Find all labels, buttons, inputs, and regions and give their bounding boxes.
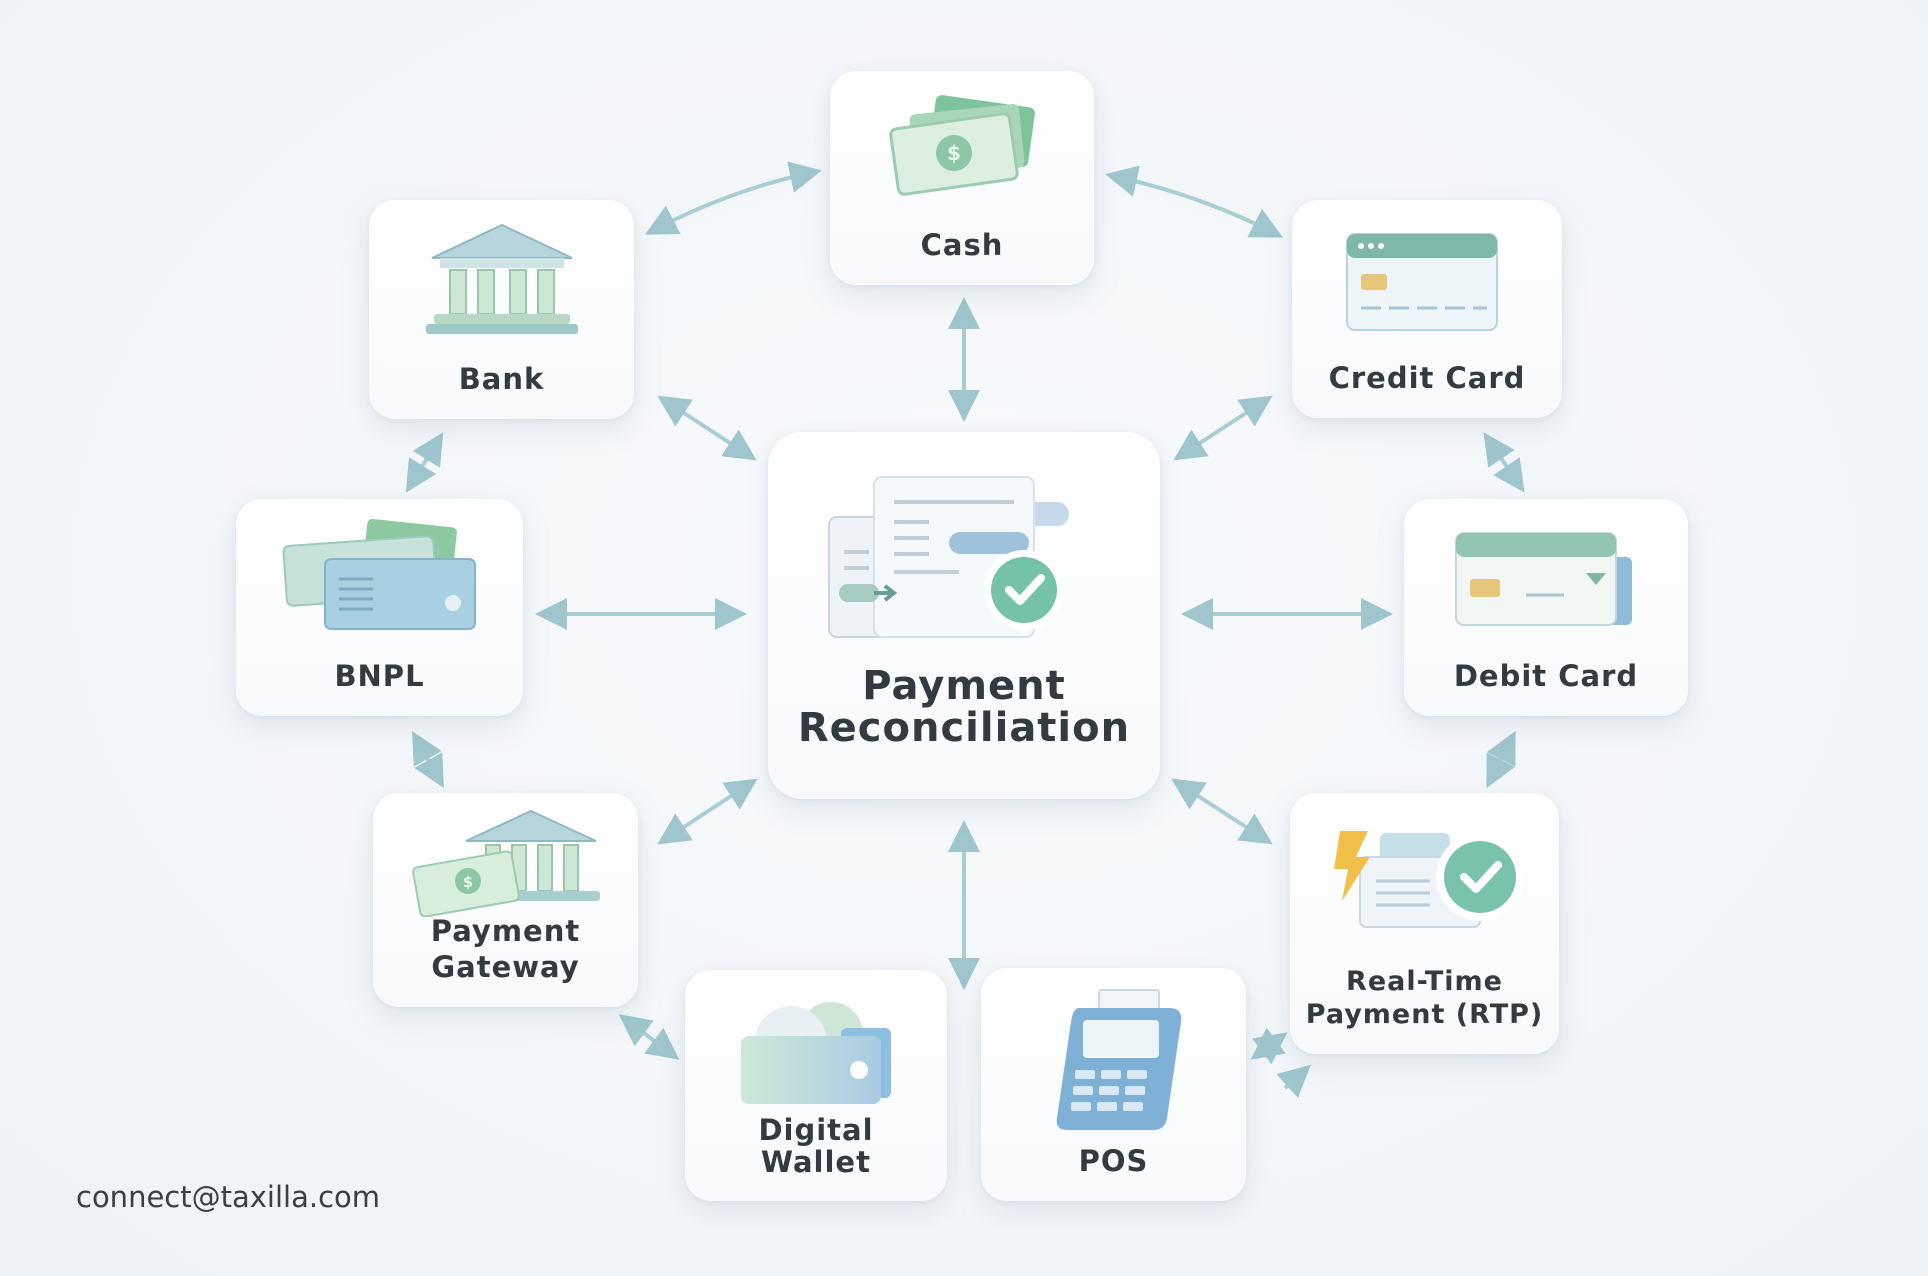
contact-email: connect@taxilla.com (76, 1180, 381, 1214)
node-payment-reconciliation: Payment Reconciliation (768, 432, 1160, 799)
pos-terminal-icon (1056, 989, 1181, 1130)
arrow-bank-bnpl (405, 432, 444, 493)
arrow-bank-center (657, 395, 757, 461)
node-label: Debit Card (1453, 658, 1639, 693)
node-label: Credit Card (1328, 360, 1526, 395)
arrow-credit-card-center (1173, 395, 1273, 461)
node-debit-card: Debit Card (1404, 499, 1688, 716)
reconciliation-icon (828, 476, 1069, 638)
node-label: BNPL (334, 658, 425, 693)
node-real-time-payment: Real-Time Payment (RTP) (1290, 793, 1559, 1054)
arrow-cash-credit-card (1105, 165, 1284, 238)
node-cash: $ Cash (830, 71, 1094, 285)
node-bnpl: BNPL (236, 499, 523, 716)
node-pos: POS (981, 968, 1246, 1201)
node-credit-card: Credit Card (1292, 200, 1562, 418)
node-label: Bank (458, 361, 545, 396)
svg-text:$: $ (462, 873, 472, 891)
arrow-center-payment-gateway (657, 778, 758, 845)
arrow-bnpl-payment-gateway (412, 731, 444, 788)
node-label: Cash (920, 227, 1004, 262)
center-title: Payment Reconciliation (797, 663, 1131, 751)
payment-gateway-icon: $ (411, 809, 600, 917)
arrow-cash-bank (644, 161, 822, 235)
arrow-payment-gateway-digital-wallet (618, 1014, 680, 1060)
node-digital-wallet: Digital Wallet (685, 970, 947, 1201)
rtp-icon (1333, 831, 1524, 928)
cash-icon: $ (889, 95, 1035, 196)
arrow-center-rtp (1171, 778, 1273, 845)
arrow-rtp-pos (1250, 1027, 1288, 1065)
node-label: POS (1078, 1143, 1149, 1178)
credit-card-icon (1346, 233, 1498, 331)
arrow-credit-card-debit-card (1483, 432, 1525, 493)
node-label: Payment Gateway (430, 913, 581, 984)
svg-text:$: $ (947, 141, 961, 165)
node-payment-gateway: $ Payment Gateway (373, 793, 638, 1007)
debit-card-icon (1455, 532, 1632, 626)
bank-icon (425, 223, 578, 334)
node-label: Real-Time Payment (RTP) (1305, 965, 1544, 1031)
arrow-debit-card-rtp (1486, 730, 1516, 789)
bnpl-icon (281, 518, 476, 630)
node-label: Digital Wallet (758, 1113, 874, 1180)
node-bank: Bank (369, 200, 634, 419)
digital-wallet-icon (741, 1002, 891, 1104)
